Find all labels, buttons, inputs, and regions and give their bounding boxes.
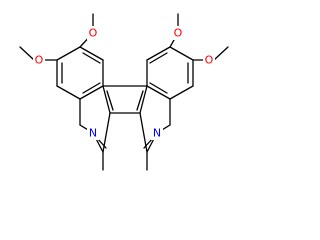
o2-label-bg [33, 53, 45, 67]
bond [19, 46, 35, 61]
bond [102, 85, 111, 114]
bond [106, 90, 114, 111]
bond [149, 52, 168, 64]
oxygen-atom-label: O [174, 27, 183, 40]
o1-label-bg [87, 26, 99, 40]
bonds [19, 13, 229, 171]
bond [139, 85, 148, 114]
bond [149, 82, 168, 94]
bond [136, 90, 144, 111]
bond [146, 46, 171, 61]
bond [169, 85, 194, 100]
chemical-structure: O O O O N N [19, 13, 229, 171]
nitrogen-atom-label: N [89, 127, 97, 140]
bond [82, 52, 101, 64]
bond [82, 82, 101, 94]
bond [139, 112, 148, 153]
bond [146, 85, 171, 100]
o3-label-bg [172, 26, 184, 40]
atom-labels: O O O O N N [33, 26, 215, 140]
oxygen-atom-label: O [89, 27, 98, 40]
bond [79, 46, 104, 61]
oxygen-atom-label: O [35, 54, 44, 67]
oxygen-atom-label: O [205, 54, 214, 67]
nitrogen-atom-label: N [153, 127, 161, 140]
o4-label-bg [203, 53, 215, 67]
bond [79, 85, 104, 100]
bond [102, 112, 111, 153]
bond [56, 46, 81, 61]
n2-label-bg [151, 126, 163, 140]
bond [56, 85, 81, 100]
n1-label-bg [87, 126, 99, 140]
bond [169, 46, 194, 61]
bond [213, 46, 229, 61]
